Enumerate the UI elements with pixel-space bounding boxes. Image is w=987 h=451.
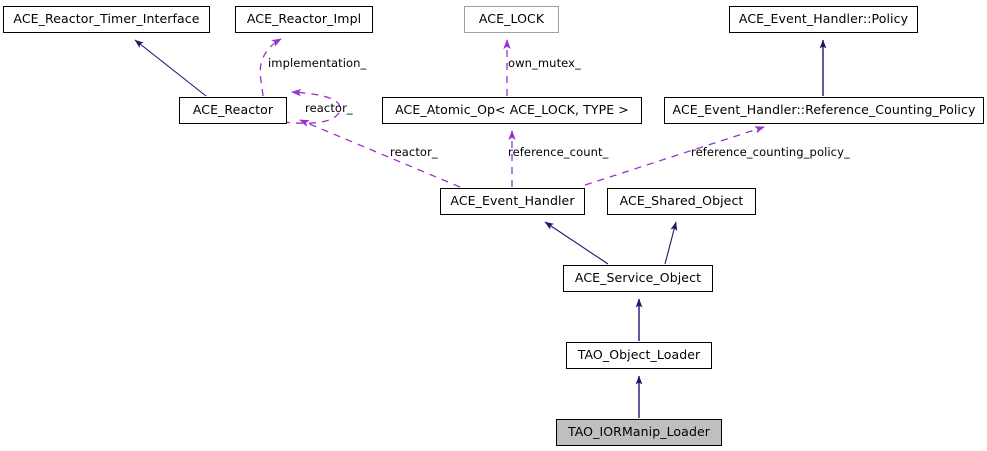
class-node-ace-event-handler-reference-counting-policy[interactable]: ACE_Event_Handler::Reference_Counting_Po… [664,97,984,124]
class-label: ACE_Reactor_Impl [246,11,362,27]
class-node-ace-lock[interactable]: ACE_LOCK [464,6,559,33]
class-node-ace-shared-object[interactable]: ACE_Shared_Object [607,188,756,215]
edge-label-own-mutex: own_mutex_ [508,56,581,70]
class-label: ACE_Event_Handler::Reference_Counting_Po… [672,102,976,118]
class-node-ace-reactor-timer-interface[interactable]: ACE_Reactor_Timer_Interface [3,6,210,33]
class-node-ace-reactor-impl[interactable]: ACE_Reactor_Impl [235,6,373,33]
inheritance-edges [134,39,827,418]
class-label: ACE_Reactor_Timer_Interface [13,11,200,27]
class-label: ACE_Shared_Object [619,193,744,209]
edge-event-handler-reactor [299,119,461,188]
edge-ace-reactor-to-timer-interface [134,39,207,97]
class-label: ACE_Event_Handler [450,193,575,209]
class-label: TAO_IORManip_Loader [567,424,711,440]
edge-event-handler-reference-counting-policy [584,126,765,186]
class-node-ace-service-object[interactable]: ACE_Service_Object [563,265,713,292]
class-node-ace-event-handler[interactable]: ACE_Event_Handler [440,188,585,215]
class-label: ACE_LOCK [478,11,545,27]
edge-service-object-to-shared-object [664,221,678,265]
class-label: ACE_Service_Object [574,270,702,286]
class-node-tao-iormanip-loader[interactable]: TAO_IORManip_Loader [556,419,722,446]
class-node-tao-object-loader[interactable]: TAO_Object_Loader [566,342,712,369]
class-label: ACE_Event_Handler::Policy [738,11,909,27]
edge-label-implementation: implementation_ [268,56,367,70]
edge-service-object-to-event-handler [544,221,609,265]
class-label: ACE_Atomic_Op< ACE_LOCK, TYPE > [395,102,629,118]
class-label: TAO_Object_Loader [577,347,701,363]
edge-label-reactor-handler: reactor_ [390,145,438,159]
class-node-ace-reactor[interactable]: ACE_Reactor [179,97,287,124]
edge-label-reference-count: reference_count_ [508,145,609,159]
class-label: ACE_Reactor [192,102,274,118]
class-node-ace-atomic-op[interactable]: ACE_Atomic_Op< ACE_LOCK, TYPE > [382,97,642,124]
edge-ace-reactor-implementation [259,38,282,97]
edge-label-reactor-self: reactor_ [305,101,353,115]
edge-label-reference-counting-policy: reference_counting_policy_ [691,145,850,159]
association-edges [259,38,765,188]
class-node-ace-event-handler-policy[interactable]: ACE_Event_Handler::Policy [729,6,918,33]
